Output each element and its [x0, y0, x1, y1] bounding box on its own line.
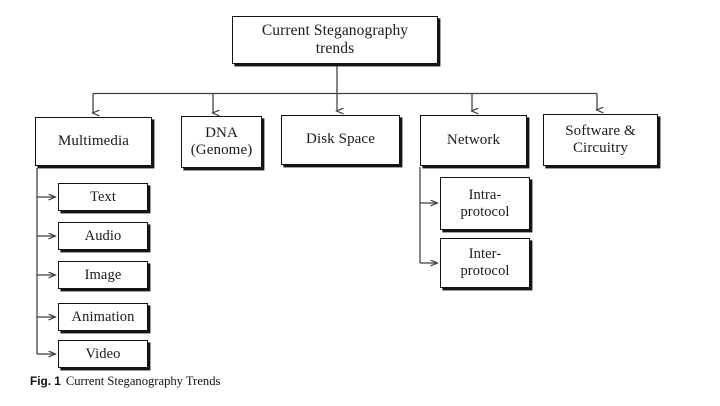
node-disk-space: Disk Space [281, 115, 400, 165]
node-label: Audio [84, 227, 122, 244]
node-label: Inter- protocol [460, 246, 510, 279]
node-label: Disk Space [306, 131, 375, 148]
node-label: Video [85, 345, 121, 362]
node-label: Network [446, 131, 501, 148]
node-software-circuitry: Software & Circuitry [543, 114, 658, 166]
node-video: Video [58, 340, 148, 368]
figure-caption: Fig. 1 Current Steganography Trends [30, 374, 220, 389]
node-label: Animation [71, 308, 135, 325]
node-inter-protocol: Inter- protocol [440, 238, 530, 288]
node-label: Multimedia [58, 132, 129, 149]
node-animation: Animation [58, 303, 148, 331]
node-text: Text [58, 183, 148, 211]
node-image: Image [58, 261, 148, 289]
node-label: Software & Circuitry [565, 122, 636, 156]
node-label: Intra- protocol [460, 186, 510, 220]
node-network: Network [420, 115, 527, 166]
node-label: DNA (Genome) [190, 124, 253, 158]
node-label: Text [90, 188, 116, 205]
node-root-current-steganography-trends: Current Steganography trends [232, 16, 438, 64]
node-dna-genome: DNA (Genome) [181, 116, 262, 168]
node-audio: Audio [58, 222, 148, 250]
node-intra-protocol: Intra- protocol [440, 177, 530, 230]
figure-caption-tag: Fig. 1 [30, 374, 61, 388]
node-label: Image [84, 266, 122, 283]
figure-caption-text: Current Steganography Trends [65, 374, 221, 388]
node-multimedia: Multimedia [35, 117, 152, 166]
node-label: Current Steganography trends [261, 22, 409, 57]
